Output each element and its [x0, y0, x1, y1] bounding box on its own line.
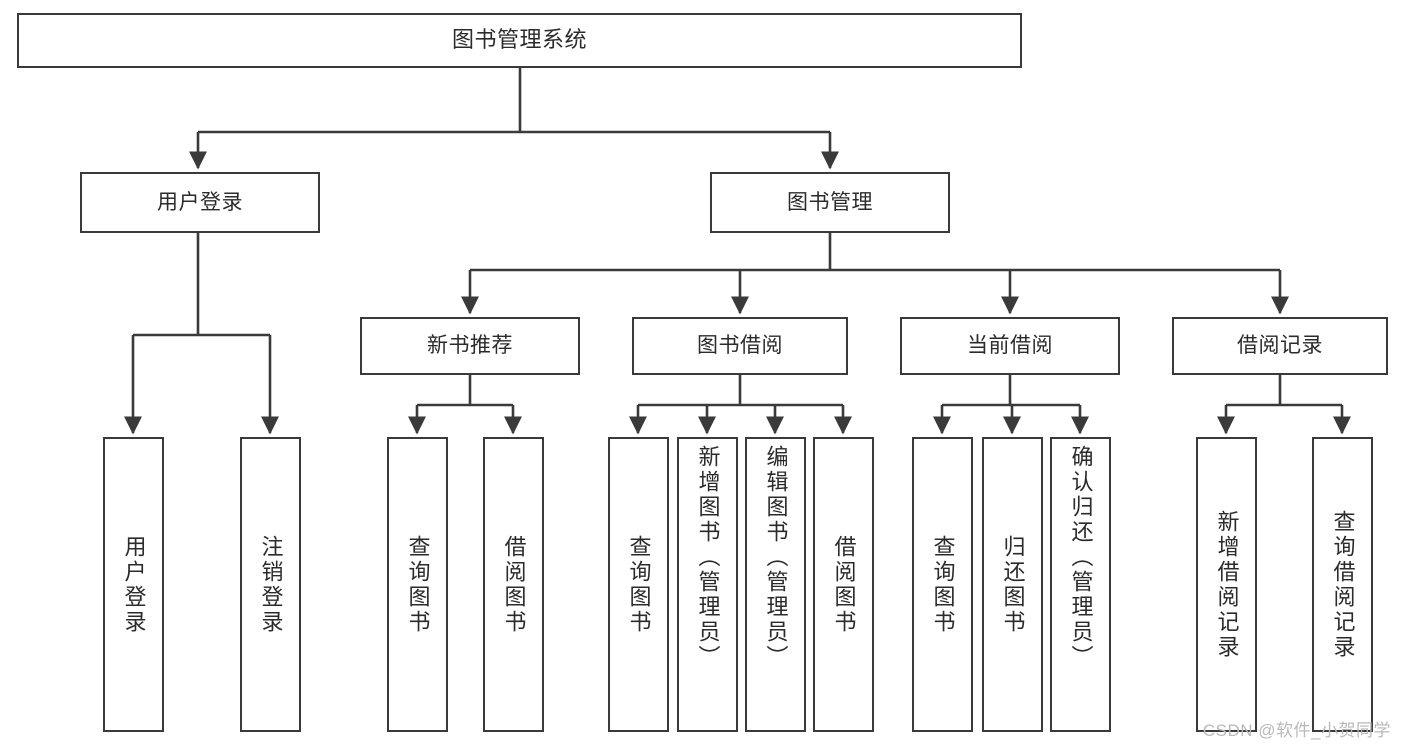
node-label: 查询图书	[405, 534, 431, 635]
node-label: 图书借阅	[697, 334, 783, 358]
watermark-text: CSDN @软件_小贺同学	[1202, 721, 1391, 740]
node-label: 归还图书	[1000, 534, 1026, 635]
node-label: 借阅图书	[501, 534, 527, 635]
node-leaf-query-borrow-record[interactable]: 查询借阅记录	[1312, 437, 1373, 732]
node-leaf-query-book-current[interactable]: 查询图书	[912, 437, 973, 732]
node-leaf-user-logout[interactable]: 注销登录	[240, 437, 301, 732]
node-label: 图书管理系统	[451, 27, 587, 53]
node-book-borrow[interactable]: 图书借阅	[632, 317, 848, 375]
node-label: 当前借阅	[967, 334, 1053, 358]
node-leaf-borrow-book-new[interactable]: 借阅图书	[483, 437, 544, 732]
node-label: 图书管理	[787, 190, 873, 214]
node-leaf-confirm-return-admin[interactable]: 确认归还（管理员）	[1050, 437, 1111, 732]
node-borrow-record[interactable]: 借阅记录	[1172, 317, 1388, 375]
node-label: 查询图书	[626, 534, 652, 635]
node-leaf-borrow-book-borrow[interactable]: 借阅图书	[813, 437, 874, 732]
node-root-book-management-system[interactable]: 图书管理系统	[17, 13, 1022, 68]
node-label: 查询图书	[930, 534, 956, 635]
node-label: 借阅图书	[831, 534, 857, 635]
node-label: 借阅记录	[1237, 334, 1323, 358]
node-label: 注销登录	[258, 534, 284, 635]
node-leaf-add-borrow-record[interactable]: 新增借阅记录	[1196, 437, 1257, 732]
node-leaf-add-book-admin[interactable]: 新增图书（管理员）	[677, 437, 738, 732]
node-user-login[interactable]: 用户登录	[80, 172, 320, 233]
node-label: 新增借阅记录	[1214, 509, 1240, 660]
node-label: 编辑图书（管理员）	[763, 445, 789, 670]
node-current-borrow[interactable]: 当前借阅	[900, 317, 1120, 375]
node-leaf-return-book[interactable]: 归还图书	[982, 437, 1043, 732]
node-leaf-query-book-new[interactable]: 查询图书	[387, 437, 448, 732]
node-label: 确认归还（管理员）	[1068, 445, 1094, 670]
node-new-book-recommendation[interactable]: 新书推荐	[360, 317, 580, 375]
node-label: 查询借阅记录	[1330, 509, 1356, 660]
node-label: 新书推荐	[427, 334, 513, 358]
node-label: 用户登录	[157, 190, 243, 214]
node-leaf-user-login[interactable]: 用户登录	[103, 437, 164, 732]
node-label: 新增图书（管理员）	[695, 445, 721, 670]
node-book-manage[interactable]: 图书管理	[710, 172, 950, 233]
node-leaf-query-book-borrow[interactable]: 查询图书	[608, 437, 669, 732]
node-leaf-edit-book-admin[interactable]: 编辑图书（管理员）	[745, 437, 806, 732]
node-label: 用户登录	[121, 534, 147, 635]
